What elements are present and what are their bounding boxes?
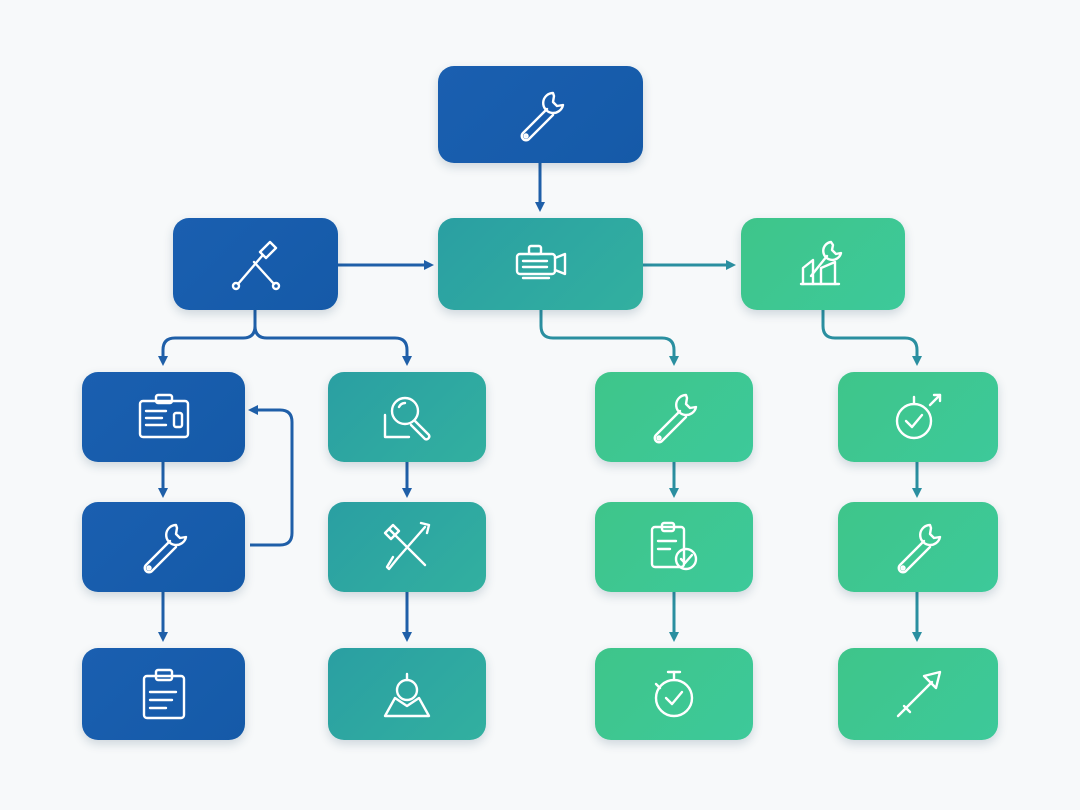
stopwatch-check-icon — [654, 670, 694, 718]
edge-c1r2-c1r1-loop — [248, 405, 294, 547]
node-c3r1[interactable] — [595, 372, 753, 462]
checklist-icon — [650, 521, 698, 571]
node-root[interactable] — [438, 66, 643, 163]
tools-icon — [231, 240, 280, 291]
edge-right-c4r1 — [821, 310, 922, 366]
machine-icon — [515, 244, 566, 280]
node-center[interactable] — [438, 218, 643, 310]
wrench-icon — [143, 523, 187, 574]
crossed-tools-icon — [383, 521, 431, 571]
node-c2r1[interactable] — [328, 372, 486, 462]
node-c1r2[interactable] — [82, 502, 245, 592]
node-c1r3[interactable] — [82, 648, 245, 740]
node-c4r2[interactable] — [838, 502, 998, 592]
node-c2r3[interactable] — [328, 648, 486, 740]
clipboard-icon — [142, 668, 185, 720]
edge-center-c3r1 — [539, 310, 679, 366]
edge-left-c2r1 — [253, 325, 412, 366]
magnifier-icon — [383, 396, 431, 441]
node-left[interactable] — [173, 218, 338, 310]
wrench-building-icon — [799, 240, 843, 286]
node-c4r1[interactable] — [838, 372, 998, 462]
node-right[interactable] — [741, 218, 905, 310]
wrench-icon — [520, 91, 564, 141]
node-c3r3[interactable] — [595, 648, 753, 740]
node-c4r3[interactable] — [838, 648, 998, 740]
wrench-icon — [653, 393, 698, 444]
arrow-up-icon — [896, 670, 942, 718]
node-c1r1[interactable] — [82, 372, 245, 462]
wrench-icon — [897, 523, 942, 574]
clipboard-form-icon — [138, 393, 189, 439]
node-c2r2[interactable] — [328, 502, 486, 592]
timer-check-icon — [895, 393, 942, 440]
person-icon — [383, 672, 431, 718]
edge-left-c1r1 — [158, 310, 257, 366]
node-c3r2[interactable] — [595, 502, 753, 592]
